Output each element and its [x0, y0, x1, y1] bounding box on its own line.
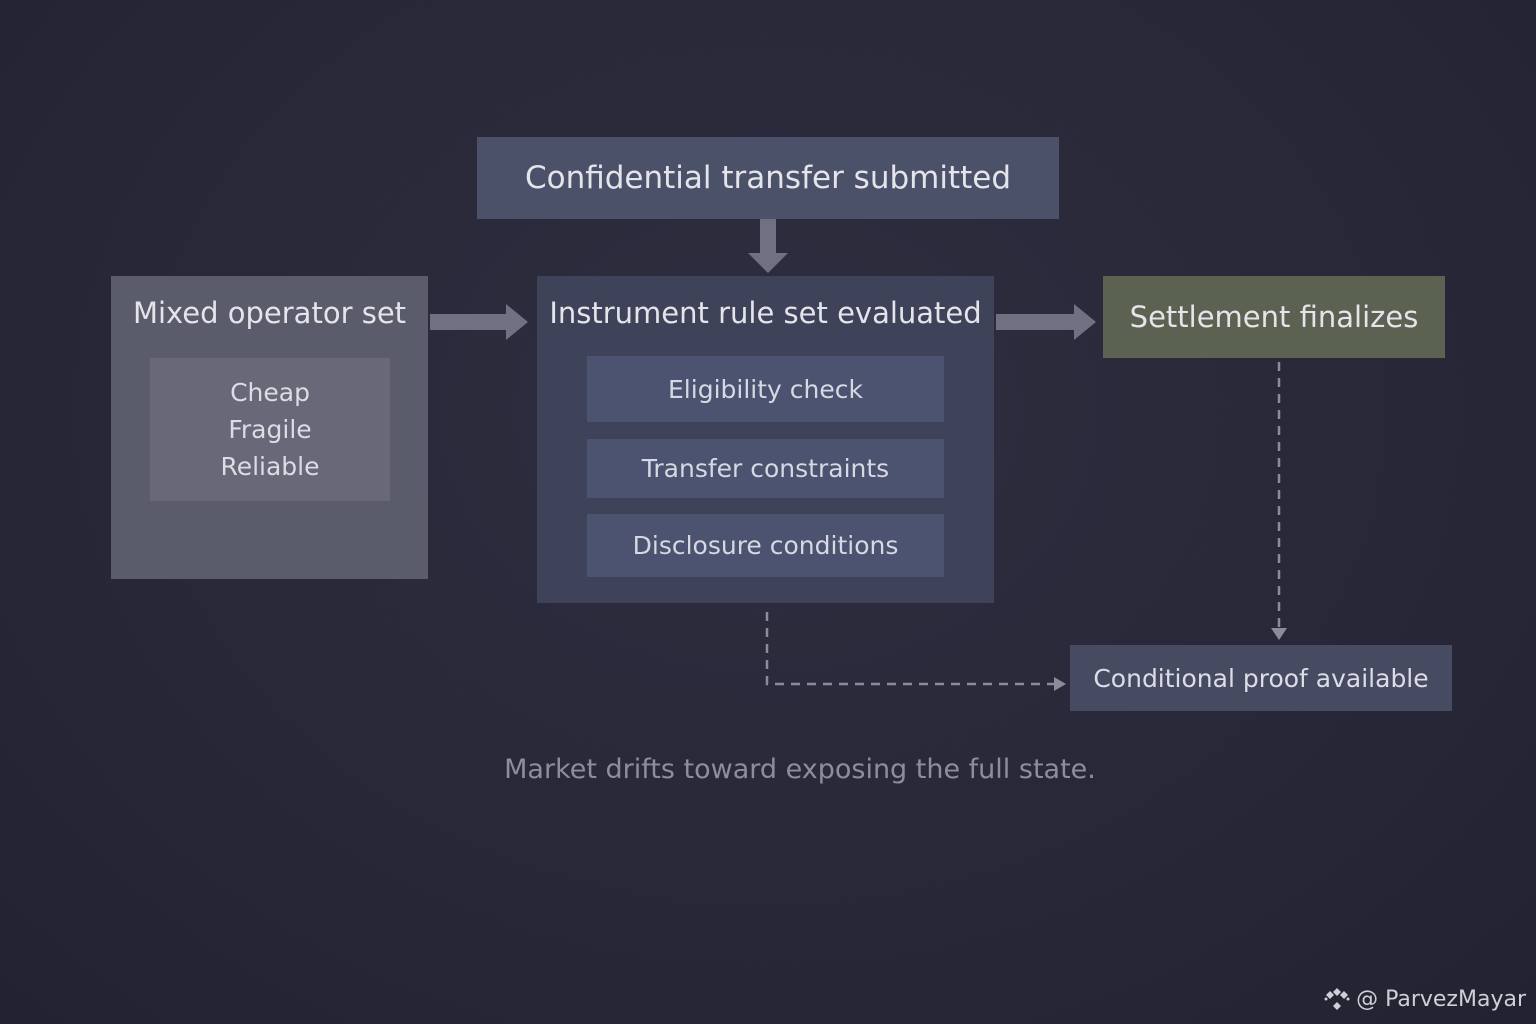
arrow-middle-to-settlement	[996, 304, 1096, 340]
arrow-top-to-middle	[748, 219, 788, 273]
operator-traits: Cheap Fragile Reliable	[150, 358, 390, 501]
node-settlement-finalizes: Settlement finalizes	[1103, 276, 1445, 358]
node-confidential-transfer: Confidential transfer submitted	[477, 137, 1059, 219]
watermark-text: @ ParvezMayar	[1356, 986, 1526, 1012]
trait-item: Fragile	[228, 415, 312, 444]
arrow-left-to-middle	[430, 304, 528, 340]
node-label: Settlement finalizes	[1129, 300, 1419, 334]
node-title: Mixed operator set	[132, 296, 407, 330]
rule-disclosure-conditions: Disclosure conditions	[587, 514, 944, 577]
node-conditional-proof: Conditional proof available	[1070, 645, 1452, 711]
rule-label: Eligibility check	[668, 374, 863, 404]
node-mixed-operator-set: Mixed operator set Cheap Fragile Reliabl…	[111, 276, 428, 579]
node-label: Confidential transfer submitted	[524, 160, 1012, 196]
rule-eligibility-check: Eligibility check	[587, 356, 944, 422]
trait-item: Reliable	[220, 452, 320, 481]
caption: Market drifts toward exposing the full s…	[504, 754, 1096, 785]
rule-label: Transfer constraints	[641, 454, 890, 483]
rule-transfer-constraints: Transfer constraints	[587, 439, 944, 498]
watermark: @ ParvezMayar	[1324, 986, 1526, 1012]
rule-label: Disclosure conditions	[632, 531, 899, 560]
node-label: Conditional proof available	[1093, 663, 1429, 693]
trait-item: Cheap	[230, 378, 310, 407]
dashed-arrow-middle-to-proof	[765, 612, 1056, 686]
node-instrument-rule-set: Instrument rule set evaluated Eligibilit…	[537, 276, 994, 603]
node-title: Instrument rule set evaluated	[549, 296, 982, 330]
diamond-logo-icon	[1324, 988, 1350, 1010]
